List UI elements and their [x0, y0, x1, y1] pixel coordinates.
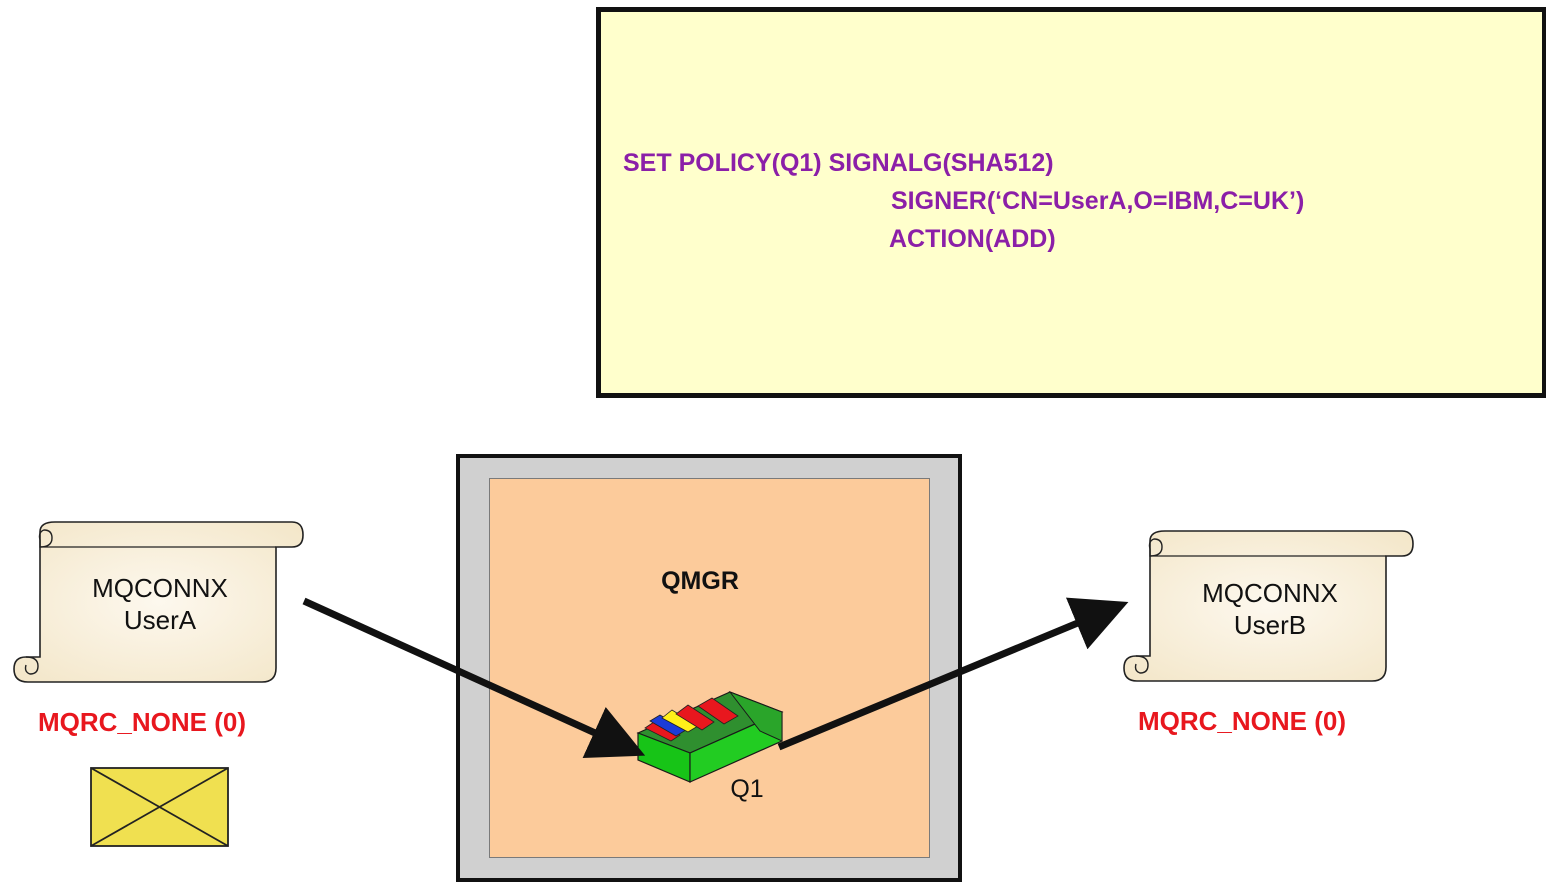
command-line-2: SIGNER(‘CN=UserA,O=IBM,C=UK’) [891, 187, 1305, 215]
sender-scroll-icon [13, 521, 304, 683]
receiver-api: MQCONNX [1202, 578, 1338, 608]
sender-api: MQCONNX [92, 573, 228, 603]
queue-icon [636, 690, 784, 783]
get-arrow-icon [777, 597, 1129, 751]
qmgr-body [489, 478, 930, 858]
command-line-1: SET POLICY(Q1) SIGNALG(SHA512) [623, 149, 1054, 177]
sender-user: UserA [123, 605, 197, 635]
policy-command-box [596, 7, 1546, 398]
receiver-info: MQCONNX UserB [1170, 577, 1370, 641]
qmgr-title: QMGR [661, 567, 739, 595]
sender-info: MQCONNX UserA [60, 572, 260, 636]
queue-label: Q1 [730, 775, 764, 803]
receiver-return-code: MQRC_NONE (0) [1138, 706, 1347, 736]
command-line-3: ACTION(ADD) [889, 225, 1056, 253]
receiver-scroll-icon [1123, 530, 1414, 682]
envelope-icon [90, 767, 229, 847]
sender-return-code: MQRC_NONE (0) [38, 707, 247, 737]
receiver-user: UserB [1233, 610, 1307, 640]
put-arrow-icon [302, 597, 646, 759]
